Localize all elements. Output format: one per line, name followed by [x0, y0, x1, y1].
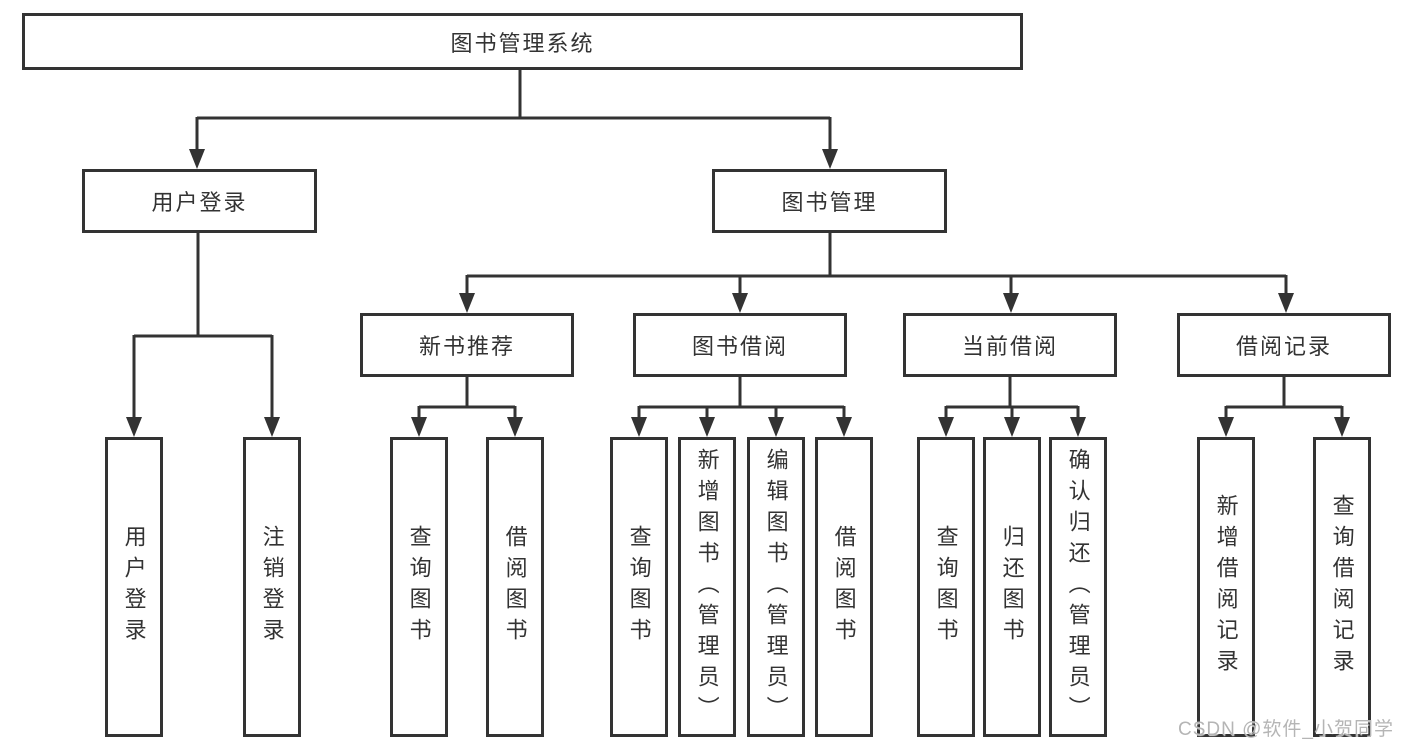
arrowhead [836, 417, 852, 437]
leaf-borrow-books-2: 借阅图书 [815, 437, 873, 737]
arrowhead [126, 417, 142, 437]
arrowhead [1278, 293, 1294, 313]
arrowhead [938, 417, 954, 437]
arrowhead [411, 417, 427, 437]
leaf-confirm-return-admin: 确认归还（管理员） [1049, 437, 1107, 737]
arrowhead [1334, 417, 1350, 437]
arrowhead [507, 417, 523, 437]
edge-currentborrow-to-leaves [938, 377, 1086, 437]
arrowhead [699, 417, 715, 437]
leaf-query-books-2: 查询图书 [610, 437, 668, 737]
node-user-login: 用户登录 [82, 169, 317, 233]
leaf-logout: 注销登录 [243, 437, 301, 737]
arrowhead [459, 293, 475, 313]
arrowhead [822, 149, 838, 169]
arrowhead [264, 417, 280, 437]
edge-userlogin-to-leaves [126, 233, 280, 437]
edge-newbooks-to-leaves [411, 377, 523, 437]
node-book-borrowing: 图书借阅 [633, 313, 847, 377]
leaf-user-login: 用户登录 [105, 437, 163, 737]
arrowhead [1070, 417, 1086, 437]
edge-borrowrecords-to-leaves [1218, 377, 1350, 437]
arrowhead [732, 293, 748, 313]
leaf-query-borrow-record: 查询借阅记录 [1313, 437, 1371, 737]
arrowhead [631, 417, 647, 437]
node-current-borrowing: 当前借阅 [903, 313, 1117, 377]
node-new-book-recommend: 新书推荐 [360, 313, 574, 377]
leaf-edit-book-admin: 编辑图书（管理员） [747, 437, 805, 737]
csdn-watermark: CSDN @软件_小贺同学 [1178, 719, 1394, 740]
edge-bookmgmt-to-level3 [459, 233, 1294, 313]
leaf-add-borrow-record: 新增借阅记录 [1197, 437, 1255, 737]
edge-bookborrow-to-leaves [631, 377, 852, 437]
node-borrowing-records: 借阅记录 [1177, 313, 1391, 377]
leaf-borrow-books-1: 借阅图书 [486, 437, 544, 737]
arrowhead [1004, 417, 1020, 437]
leaf-query-books-1: 查询图书 [390, 437, 448, 737]
arrowhead [189, 149, 205, 169]
leaf-return-books: 归还图书 [983, 437, 1041, 737]
node-book-management: 图书管理 [712, 169, 947, 233]
leaf-add-book-admin: 新增图书（管理员） [678, 437, 736, 737]
node-root: 图书管理系统 [22, 13, 1023, 70]
arrowhead [1218, 417, 1234, 437]
leaf-query-books-3: 查询图书 [917, 437, 975, 737]
edge-root-to-level2 [189, 69, 838, 169]
arrowhead [1003, 293, 1019, 313]
arrowhead [768, 417, 784, 437]
